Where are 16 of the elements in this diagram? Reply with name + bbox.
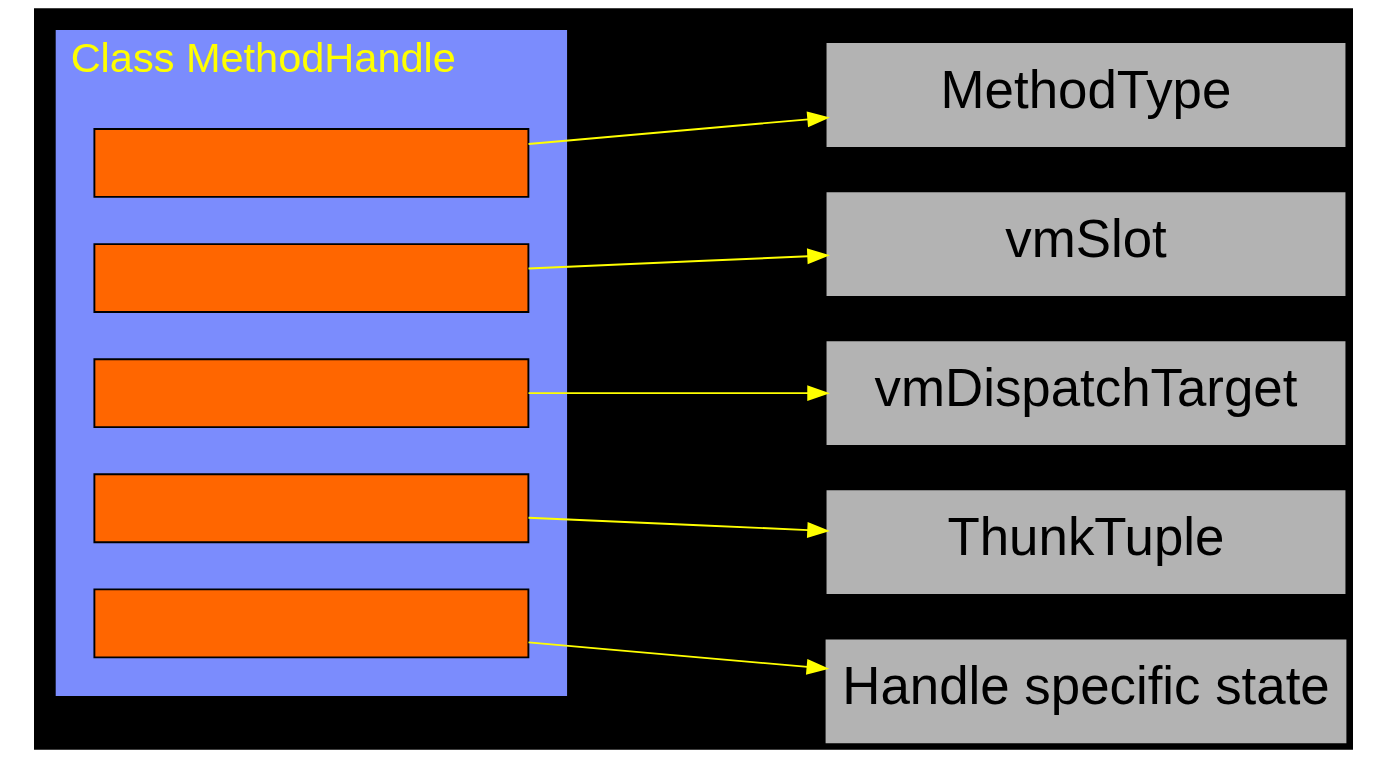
arrow (527, 111, 830, 145)
cluster: Class MethodHandle (55, 29, 568, 696)
node-box: Handle specific state (825, 639, 1347, 744)
arrow (527, 516, 830, 538)
arrow (527, 641, 830, 675)
node-box (93, 128, 530, 198)
node-box (93, 358, 530, 429)
arrow (527, 385, 830, 402)
node-box: vmSlot (826, 192, 1346, 296)
node-box: vmDispatchTarget (826, 341, 1346, 446)
arrow (527, 248, 830, 270)
node-box (93, 473, 530, 544)
node-box (93, 243, 530, 313)
node-box: ThunkTuple (826, 490, 1346, 595)
node-box (93, 588, 530, 659)
node-box: MethodType (826, 43, 1346, 147)
